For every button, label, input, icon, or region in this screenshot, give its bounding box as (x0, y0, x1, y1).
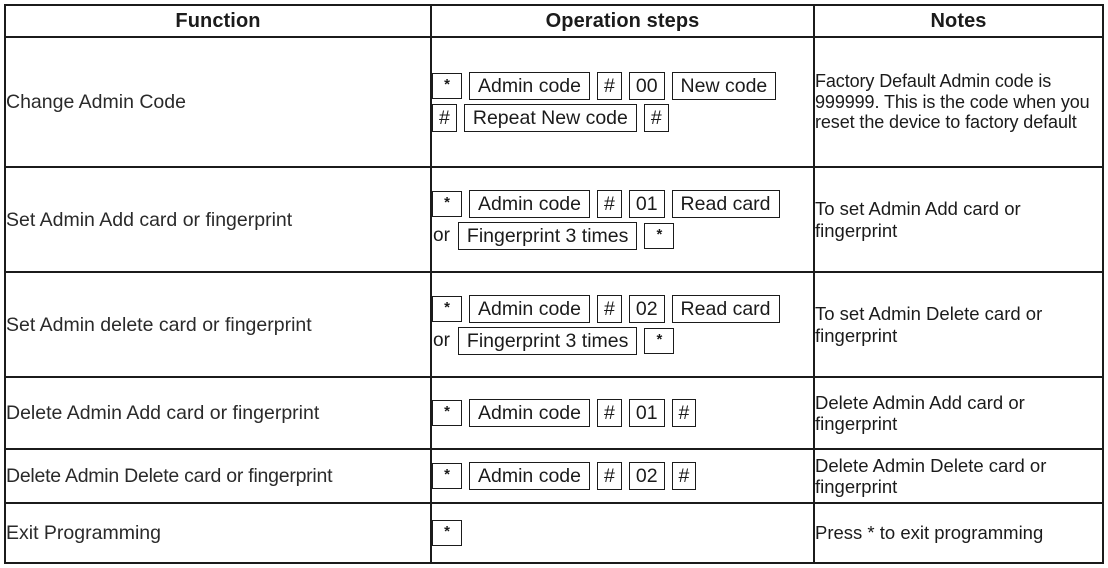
column-header-function: Function (4, 4, 432, 38)
header-row: Function Operation steps Notes (4, 4, 1104, 38)
operation-steps-cell: * (430, 502, 815, 564)
notes-label: To set Admin Delete card or fingerprint (815, 303, 1043, 346)
notes-label: To set Admin Add card or fingerprint (815, 198, 1021, 241)
table-row: Delete Admin Delete card or fingerprint … (4, 448, 1104, 504)
step-line: # Repeat New code # (432, 104, 813, 132)
step-prefix-or: or (433, 329, 450, 351)
step-line: * Admin code # 01 # (432, 399, 813, 427)
step-line: * (432, 520, 813, 546)
column-header-operation-steps: Operation steps (430, 4, 815, 38)
key-fingerprint-3-times: Fingerprint 3 times (457, 221, 638, 250)
operation-steps-cell: * Admin code # 01 Read card or Fingerpri… (430, 166, 815, 273)
table-row: Set Admin delete card or fingerprint * A… (4, 271, 1104, 378)
step-prefix-or: or (433, 224, 450, 246)
operation-steps-cell: * Admin code # 02 Read card or Fingerpri… (430, 271, 815, 378)
table-body: Change Admin Code * Admin code # 00 New … (4, 36, 1104, 564)
notes-cell: To set Admin Delete card or fingerprint (813, 271, 1104, 378)
key-star: * (432, 190, 462, 217)
key-star: * (432, 463, 462, 489)
key-code-02: 02 (628, 294, 665, 323)
function-label: Set Admin delete card or fingerprint (6, 313, 312, 336)
notes-label: Factory Default Admin code is 999999. Th… (815, 71, 1090, 133)
function-label: Delete Admin Delete card or fingerprint (6, 465, 333, 487)
key-repeat-new-code: Repeat New code (463, 104, 637, 132)
key-star: * (432, 520, 462, 546)
key-hash: # (596, 462, 622, 490)
notes-label: Press * to exit programming (815, 522, 1044, 544)
step-line: * Admin code # 02 Read card (432, 294, 813, 323)
key-admin-code: Admin code (469, 399, 590, 427)
column-header-notes-label: Notes (930, 10, 987, 32)
key-admin-code: Admin code (469, 72, 590, 100)
table-row: Set Admin Add card or fingerprint * Admi… (4, 166, 1104, 273)
key-hash: # (671, 462, 697, 490)
key-star: * (432, 400, 462, 426)
key-hash: # (643, 104, 669, 132)
admin-programming-table: Function Operation steps Notes Change Ad… (4, 4, 1104, 564)
table-row: Change Admin Code * Admin code # 00 New … (4, 36, 1104, 168)
key-hash: # (596, 189, 622, 218)
notes-cell: Delete Admin Add card or fingerprint (813, 376, 1104, 450)
notes-label: Delete Admin Delete card or fingerprint (815, 454, 1047, 498)
key-admin-code: Admin code (469, 294, 590, 323)
key-admin-code: Admin code (469, 462, 590, 490)
key-hash: # (671, 399, 697, 427)
column-header-function-label: Function (175, 10, 261, 32)
function-cell: Delete Admin Delete card or fingerprint (4, 448, 432, 504)
function-cell: Set Admin delete card or fingerprint (4, 271, 432, 378)
key-hash: # (596, 72, 622, 100)
notes-label: Delete Admin Add card or fingerprint (815, 391, 1025, 435)
table-row: Exit Programming * Press * to exit progr… (4, 502, 1104, 564)
function-cell: Exit Programming (4, 502, 432, 564)
notes-cell: Factory Default Admin code is 999999. Th… (813, 36, 1104, 168)
operation-steps-cell: * Admin code # 02 # (430, 448, 815, 504)
key-code-02: 02 (628, 462, 665, 490)
key-hash: # (432, 104, 457, 132)
step-line: * Admin code # 00 New code (432, 72, 813, 100)
key-hash: # (596, 294, 622, 323)
table-row: Delete Admin Add card or fingerprint * A… (4, 376, 1104, 450)
notes-cell: Press * to exit programming (813, 502, 1104, 564)
key-star: * (644, 222, 675, 249)
step-line: or Fingerprint 3 times * (432, 326, 813, 355)
notes-cell: Delete Admin Delete card or fingerprint (813, 448, 1104, 504)
key-hash: # (596, 399, 622, 427)
step-line: or Fingerprint 3 times * (432, 221, 813, 250)
key-read-card: Read card (671, 189, 780, 218)
function-label: Set Admin Add card or fingerprint (6, 208, 293, 231)
key-code-01: 01 (628, 189, 665, 218)
key-fingerprint-3-times: Fingerprint 3 times (457, 326, 638, 355)
key-star: * (644, 327, 675, 354)
key-read-card: Read card (671, 294, 780, 323)
key-star: * (432, 73, 462, 99)
step-line: * Admin code # 02 # (432, 462, 813, 490)
key-new-code: New code (671, 72, 777, 100)
step-line: * Admin code # 01 Read card (432, 189, 813, 218)
table-header: Function Operation steps Notes (4, 4, 1104, 38)
key-admin-code: Admin code (469, 189, 590, 218)
key-star: * (432, 295, 462, 322)
operation-steps-cell: * Admin code # 01 # (430, 376, 815, 450)
function-cell: Delete Admin Add card or fingerprint (4, 376, 432, 450)
function-cell: Set Admin Add card or fingerprint (4, 166, 432, 273)
function-label: Change Admin Code (6, 91, 186, 113)
notes-cell: To set Admin Add card or fingerprint (813, 166, 1104, 273)
key-code-00: 00 (628, 72, 665, 100)
column-header-operation-steps-label: Operation steps (545, 10, 700, 32)
function-label: Exit Programming (6, 522, 161, 544)
key-code-01: 01 (628, 399, 665, 427)
operation-steps-cell: * Admin code # 00 New code # Repeat New … (430, 36, 815, 168)
function-label: Delete Admin Add card or fingerprint (6, 402, 320, 424)
function-cell: Change Admin Code (4, 36, 432, 168)
column-header-notes: Notes (813, 4, 1104, 38)
